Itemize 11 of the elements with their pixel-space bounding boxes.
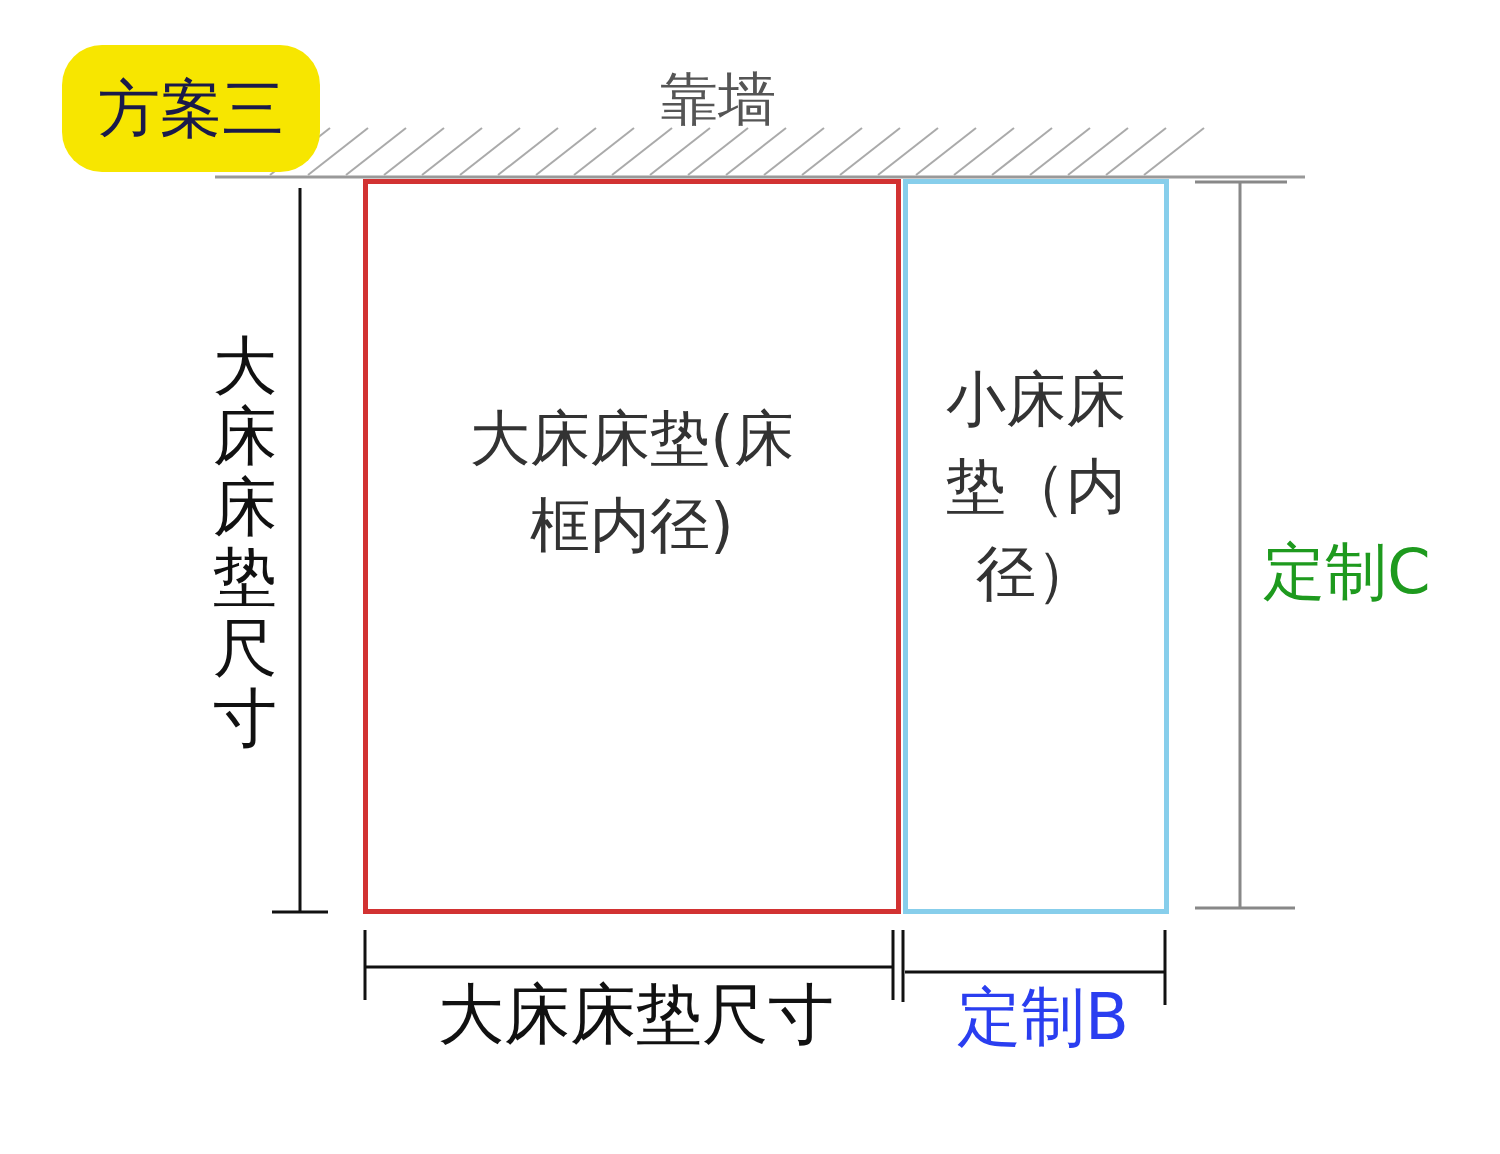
node-label: 小床床垫（内径） [945, 363, 1127, 610]
dimension-label: 定制B [957, 978, 1129, 1056]
node-label: 大床床垫(床框内径) [469, 401, 795, 562]
dimension-label: 大床床垫尺寸 [438, 975, 834, 1055]
node-label: 方案三 [98, 70, 284, 147]
dimension-label: 大床床垫尺寸 [213, 330, 277, 754]
mattress-box [363, 179, 901, 914]
wall-label: 靠墙 [660, 64, 776, 135]
title-badge [62, 45, 320, 172]
dimension-label: 定制C [1263, 534, 1431, 610]
mattress-box [903, 179, 1169, 914]
